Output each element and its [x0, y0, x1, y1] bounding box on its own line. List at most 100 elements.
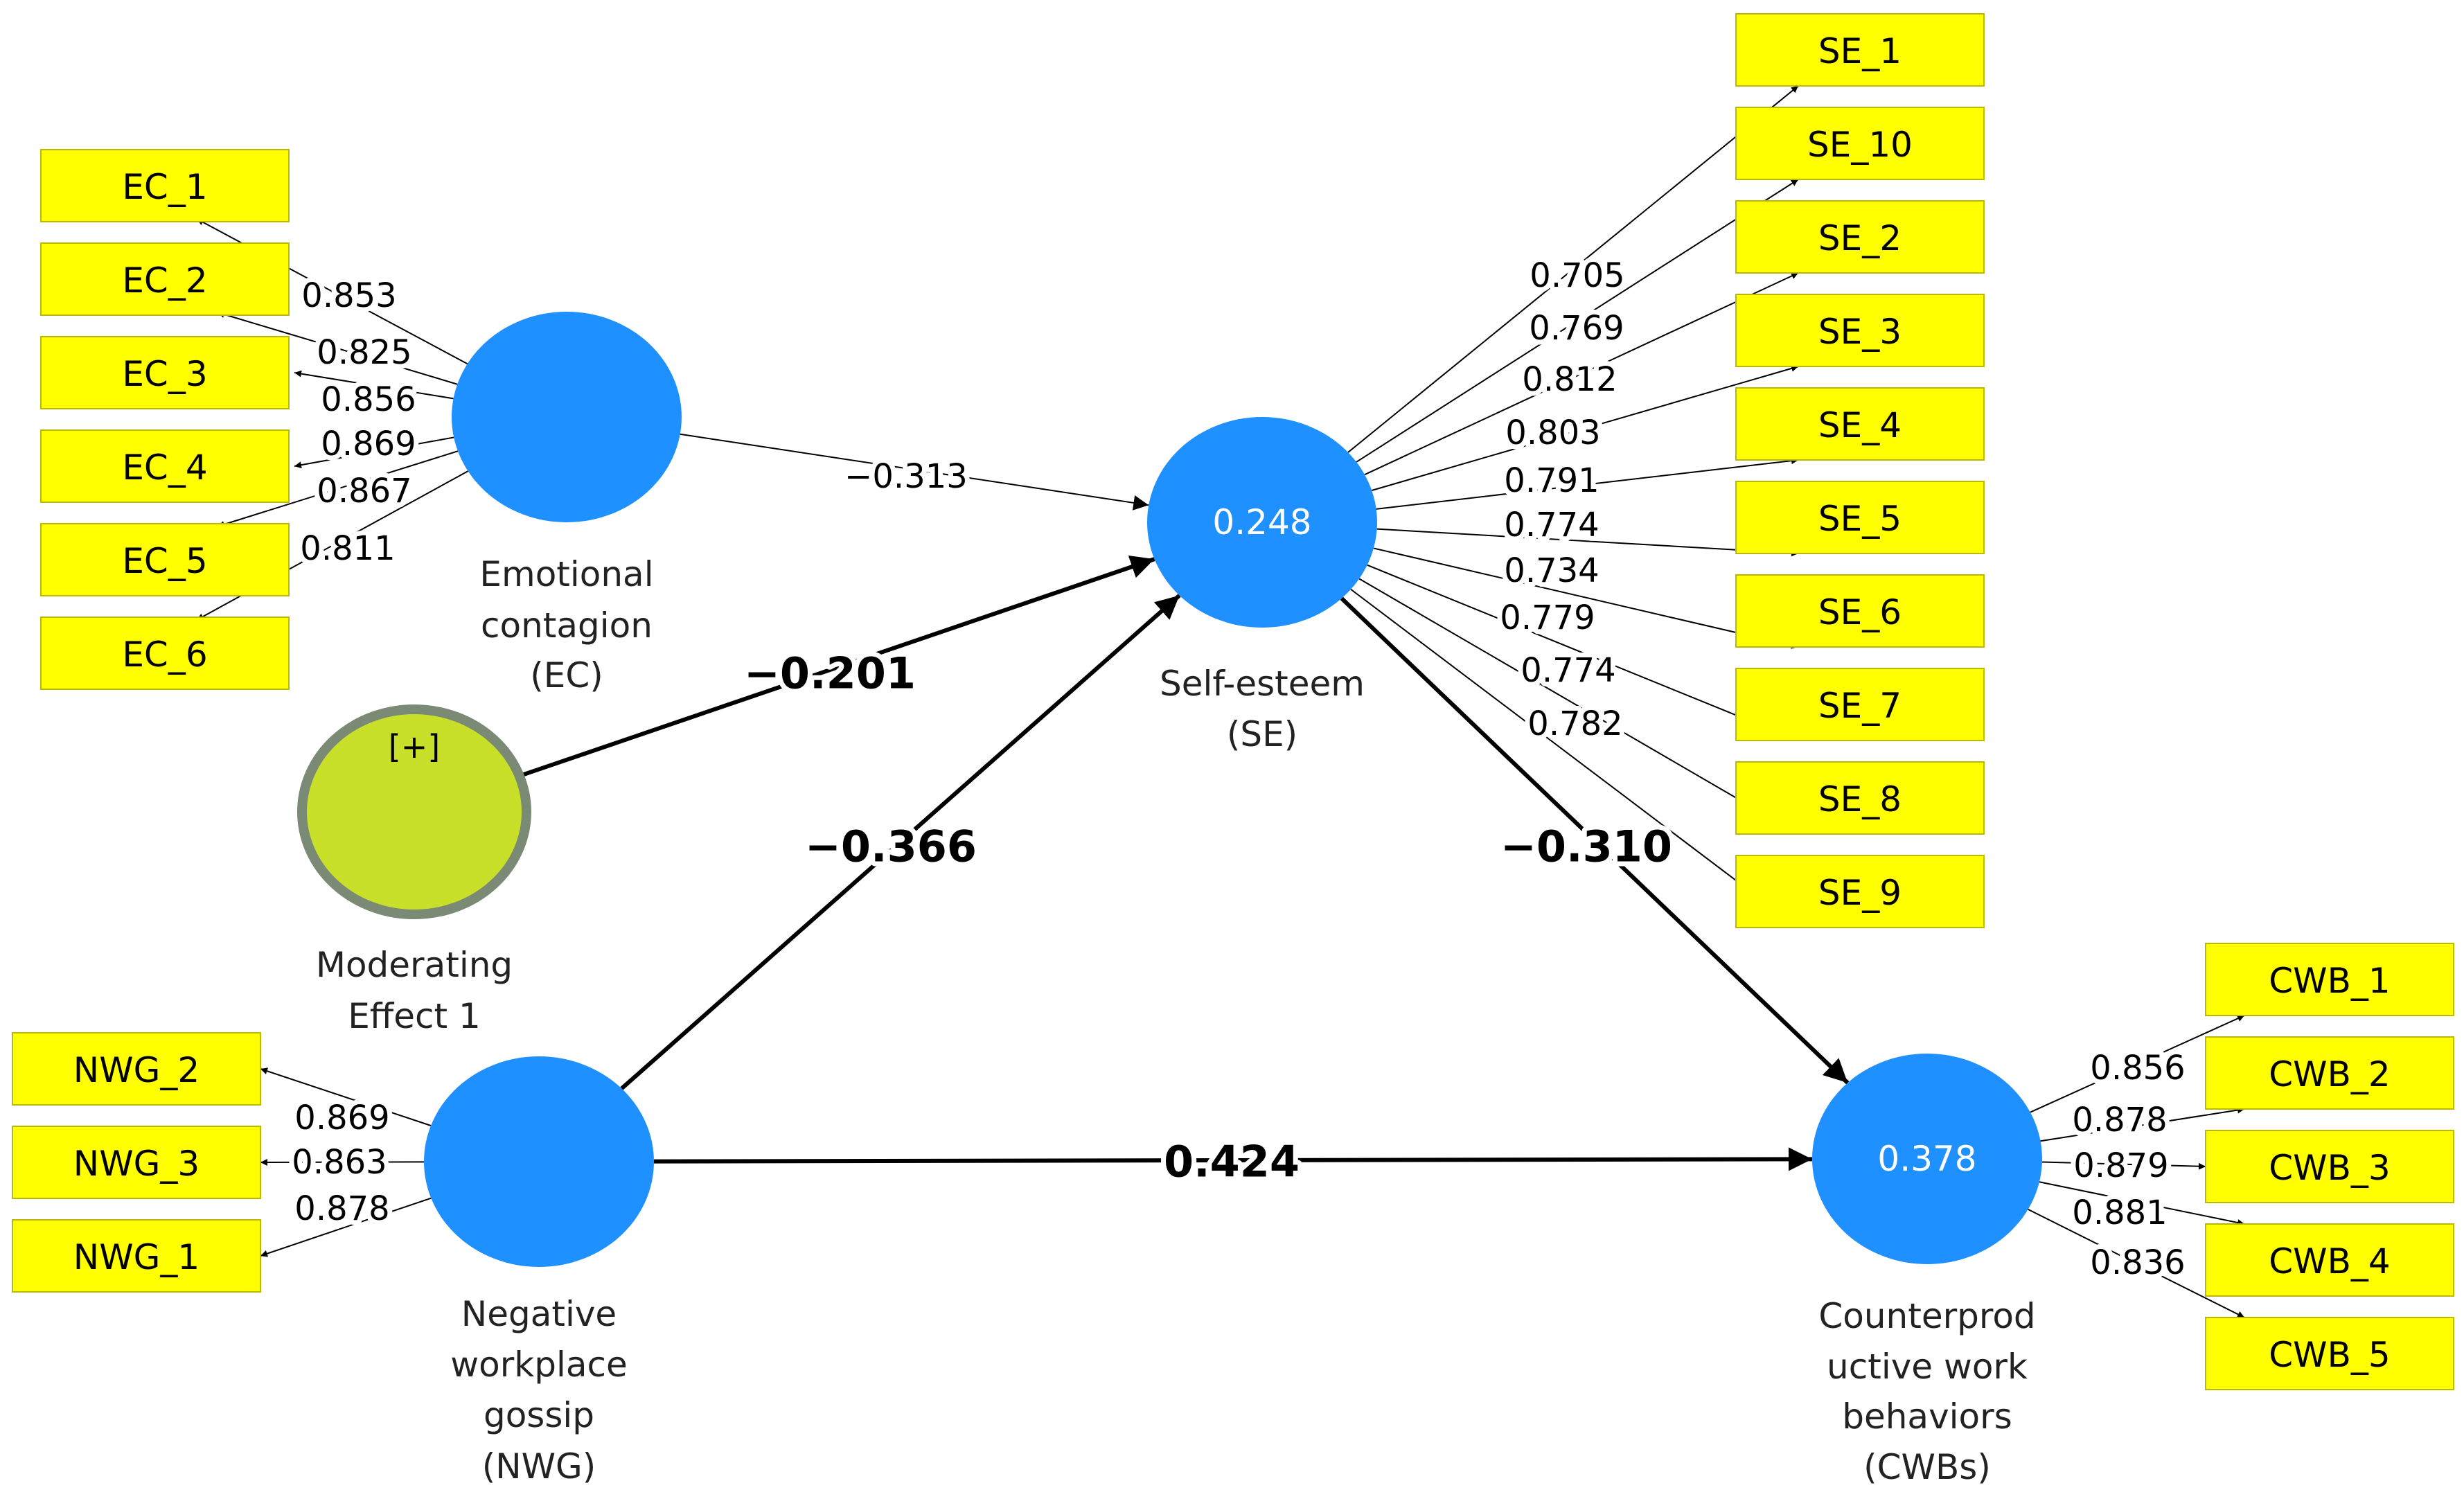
loading-value: 0.853	[301, 276, 396, 315]
loading-arrow	[1358, 578, 1799, 835]
indicator-label: EC_6	[122, 635, 207, 675]
latent-label-nwg: (NWG)	[482, 1446, 596, 1487]
indicator-box-cwb-4[interactable]	[2205, 1223, 2454, 1297]
loading-value: 0.856	[321, 380, 416, 419]
indicator-box-ec-1[interactable]	[40, 149, 290, 222]
loading-arrow	[2028, 1208, 2245, 1318]
indicator-label: SE_10	[1807, 125, 1913, 165]
indicator-box-ec-5[interactable]	[40, 523, 290, 596]
loading-value: 0.825	[317, 333, 411, 372]
latent-label-nwg: gossip	[484, 1395, 594, 1435]
latent-mod-circle[interactable]	[297, 704, 531, 919]
indicator-box-se-3[interactable]	[1735, 294, 1985, 367]
expand-badge: [+]	[389, 728, 440, 765]
path-coefficient: 0.424	[1164, 1137, 1300, 1187]
indicator-label: SE_8	[1818, 779, 1902, 819]
indicator-box-nwg-1[interactable]	[12, 1219, 261, 1293]
indicator-box-se-8[interactable]	[1735, 761, 1985, 835]
latent-nwg-circle[interactable]	[424, 1056, 654, 1267]
indicator-box-se-9[interactable]	[1735, 855, 1985, 928]
indicator-label: CWB_4	[2269, 1241, 2390, 1281]
loading-arrow	[1356, 179, 1799, 463]
indicator-box-ec-6[interactable]	[40, 617, 290, 690]
indicator-box-ec-4[interactable]	[40, 429, 290, 503]
loading-value: 0.774	[1521, 651, 1615, 690]
r-squared-value: 0.378	[1877, 1139, 1976, 1179]
indicator-label: EC_1	[122, 167, 207, 207]
loading-value: 0.856	[2090, 1049, 2185, 1088]
indicator-label: NWG_3	[73, 1144, 200, 1184]
indicator-box-se-10[interactable]	[1735, 107, 1985, 180]
indicator-label: CWB_3	[2269, 1148, 2390, 1188]
loading-value: 0.869	[294, 1099, 389, 1137]
latent-label-nwg: Negative	[461, 1294, 617, 1334]
loading-arrow	[1376, 457, 1799, 510]
indicator-box-se-2[interactable]	[1735, 200, 1985, 274]
indicator-box-ec-3[interactable]	[40, 336, 290, 409]
indicator-label: CWB_1	[2269, 961, 2390, 1001]
loading-arrow	[1367, 564, 1799, 741]
path-coefficient: −0.366	[805, 822, 977, 872]
loading-value: 0.867	[317, 472, 411, 511]
loading-arrow	[1364, 272, 1799, 476]
loading-value: 0.774	[1504, 506, 1599, 544]
indicator-label: SE_2	[1818, 218, 1902, 258]
indicator-label: EC_4	[122, 447, 207, 488]
indicator-box-cwb-3[interactable]	[2205, 1130, 2454, 1203]
indicator-label: EC_5	[122, 541, 207, 581]
loading-value: 0.881	[2072, 1194, 2167, 1232]
loading-arrow	[217, 450, 459, 528]
latent-se-circle[interactable]	[1147, 417, 1377, 628]
loading-arrow	[294, 436, 454, 469]
loading-arrow	[260, 1067, 432, 1126]
indicator-box-cwb-1[interactable]	[2205, 943, 2454, 1016]
indicator-box-se-1[interactable]	[1735, 13, 1985, 87]
indicator-label: SE_5	[1818, 499, 1902, 539]
loading-value: 0.863	[292, 1143, 387, 1182]
indicator-box-se-6[interactable]	[1735, 574, 1985, 648]
loading-arrow	[2030, 1015, 2245, 1113]
indicator-box-se-5[interactable]	[1735, 481, 1985, 554]
latent-label-cwb: uctive work	[1827, 1347, 2028, 1387]
latent-label-nwg: workplace	[450, 1345, 628, 1385]
indicator-label: CWB_2	[2269, 1054, 2390, 1094]
loading-value: 0.782	[1527, 704, 1622, 743]
loading-arrow	[1376, 528, 1799, 557]
indicator-box-nwg-3[interactable]	[12, 1126, 261, 1199]
latent-cwb-circle[interactable]	[1812, 1054, 2042, 1264]
loading-value: 0.791	[1504, 461, 1599, 500]
latent-label-mod: Effect 1	[348, 996, 481, 1036]
loading-value: 0.869	[321, 425, 416, 463]
loading-arrow	[2039, 1181, 2245, 1226]
path-mod-se	[518, 556, 1155, 779]
loading-value: 0.769	[1529, 309, 1624, 348]
latent-ec-circle[interactable]	[452, 312, 682, 522]
latent-label-cwb: (CWBs)	[1863, 1447, 1991, 1487]
latent-label-ec: Emotional	[479, 554, 653, 594]
indicator-label: SE_3	[1818, 312, 1902, 352]
loading-value: 0.878	[294, 1189, 389, 1228]
indicator-box-cwb-2[interactable]	[2205, 1036, 2454, 1110]
indicator-box-nwg-2[interactable]	[12, 1032, 261, 1106]
loading-arrow	[1373, 547, 1799, 649]
indicator-box-cwb-5[interactable]	[2205, 1317, 2454, 1390]
indicator-box-ec-2[interactable]	[40, 242, 290, 316]
path-nwg-se	[620, 594, 1181, 1090]
latent-label-cwb: behaviors	[1842, 1396, 2012, 1437]
indicator-label: SE_9	[1818, 873, 1902, 913]
loading-arrow	[1350, 588, 1799, 928]
latent-label-cwb: Counterprod	[1818, 1296, 2035, 1336]
indicator-label: SE_1	[1818, 31, 1902, 71]
loading-value: 0.811	[300, 529, 395, 568]
loading-value: 0.812	[1522, 360, 1617, 399]
loading-arrow	[260, 1197, 432, 1257]
loading-value: 0.836	[2090, 1243, 2185, 1282]
indicator-label: SE_6	[1818, 592, 1902, 632]
loading-value: 0.779	[1500, 598, 1595, 637]
model-labels: EC_10.853EC_20.825EC_30.856EC_40.869EC_5…	[73, 31, 2391, 1487]
indicator-box-se-4[interactable]	[1735, 387, 1985, 461]
loading-value: 0.734	[1504, 551, 1599, 590]
loading-value: 0.705	[1530, 256, 1624, 295]
indicator-box-se-7[interactable]	[1735, 668, 1985, 741]
